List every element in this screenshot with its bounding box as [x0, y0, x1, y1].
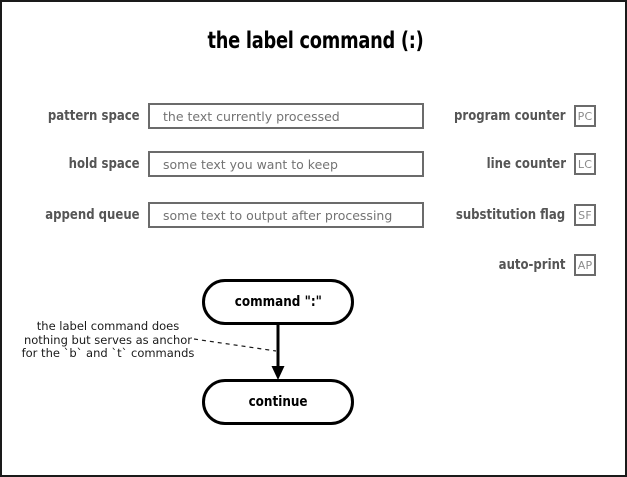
- flag-label-auto-print: auto-print: [498, 257, 566, 273]
- flag-label-line-counter: line counter: [486, 156, 566, 172]
- buffer-row-hold-space: hold space some text you want to keep: [2, 151, 424, 177]
- flag-label-substitution-flag: substitution flag: [456, 207, 566, 223]
- flag-row-program-counter: program counter PC: [445, 105, 596, 127]
- flag-row-substitution-flag: substitution flag SF: [447, 204, 596, 226]
- flow-node-command[interactable]: command ":": [202, 279, 354, 325]
- annotation-line-3: for the `b` and `t` commands: [21, 346, 195, 360]
- flow-node-continue-label: continue: [248, 394, 308, 410]
- flag-box-line-counter[interactable]: LC: [574, 153, 596, 175]
- flag-row-auto-print: auto-print AP: [493, 254, 596, 276]
- annotation-leader-line: [193, 338, 277, 352]
- buffer-field-hold-space[interactable]: some text you want to keep: [148, 151, 424, 177]
- buffer-row-pattern-space: pattern space the text currently process…: [2, 103, 424, 129]
- buffer-label-append-queue: append queue: [45, 207, 140, 223]
- arrow-head-command-to-continue: [271, 366, 285, 380]
- page-title: the label command (:): [207, 28, 424, 54]
- annotation-line-2: nothing but serves as anchor: [23, 332, 193, 347]
- buffer-label-pattern-space: pattern space: [47, 108, 140, 124]
- flag-box-auto-print[interactable]: AP: [574, 254, 596, 276]
- flag-box-program-counter[interactable]: PC: [574, 105, 596, 127]
- buffer-row-append-queue: append queue some text to output after p…: [2, 202, 424, 228]
- flag-box-substitution-flag[interactable]: SF: [574, 204, 596, 226]
- flow-node-continue[interactable]: continue: [202, 379, 354, 425]
- flag-label-program-counter: program counter: [454, 108, 566, 124]
- buffer-field-pattern-space[interactable]: the text currently processed: [148, 103, 424, 129]
- flow-node-command-label: command ":": [234, 294, 322, 310]
- buffer-label-hold-space: hold space: [68, 156, 140, 172]
- flag-row-line-counter: line counter LC: [480, 153, 596, 175]
- buffer-field-append-queue[interactable]: some text to output after processing: [148, 202, 424, 228]
- annotation-text: the label command does nothing but serve…: [20, 319, 196, 361]
- annotation-line-1: the label command does: [36, 319, 180, 333]
